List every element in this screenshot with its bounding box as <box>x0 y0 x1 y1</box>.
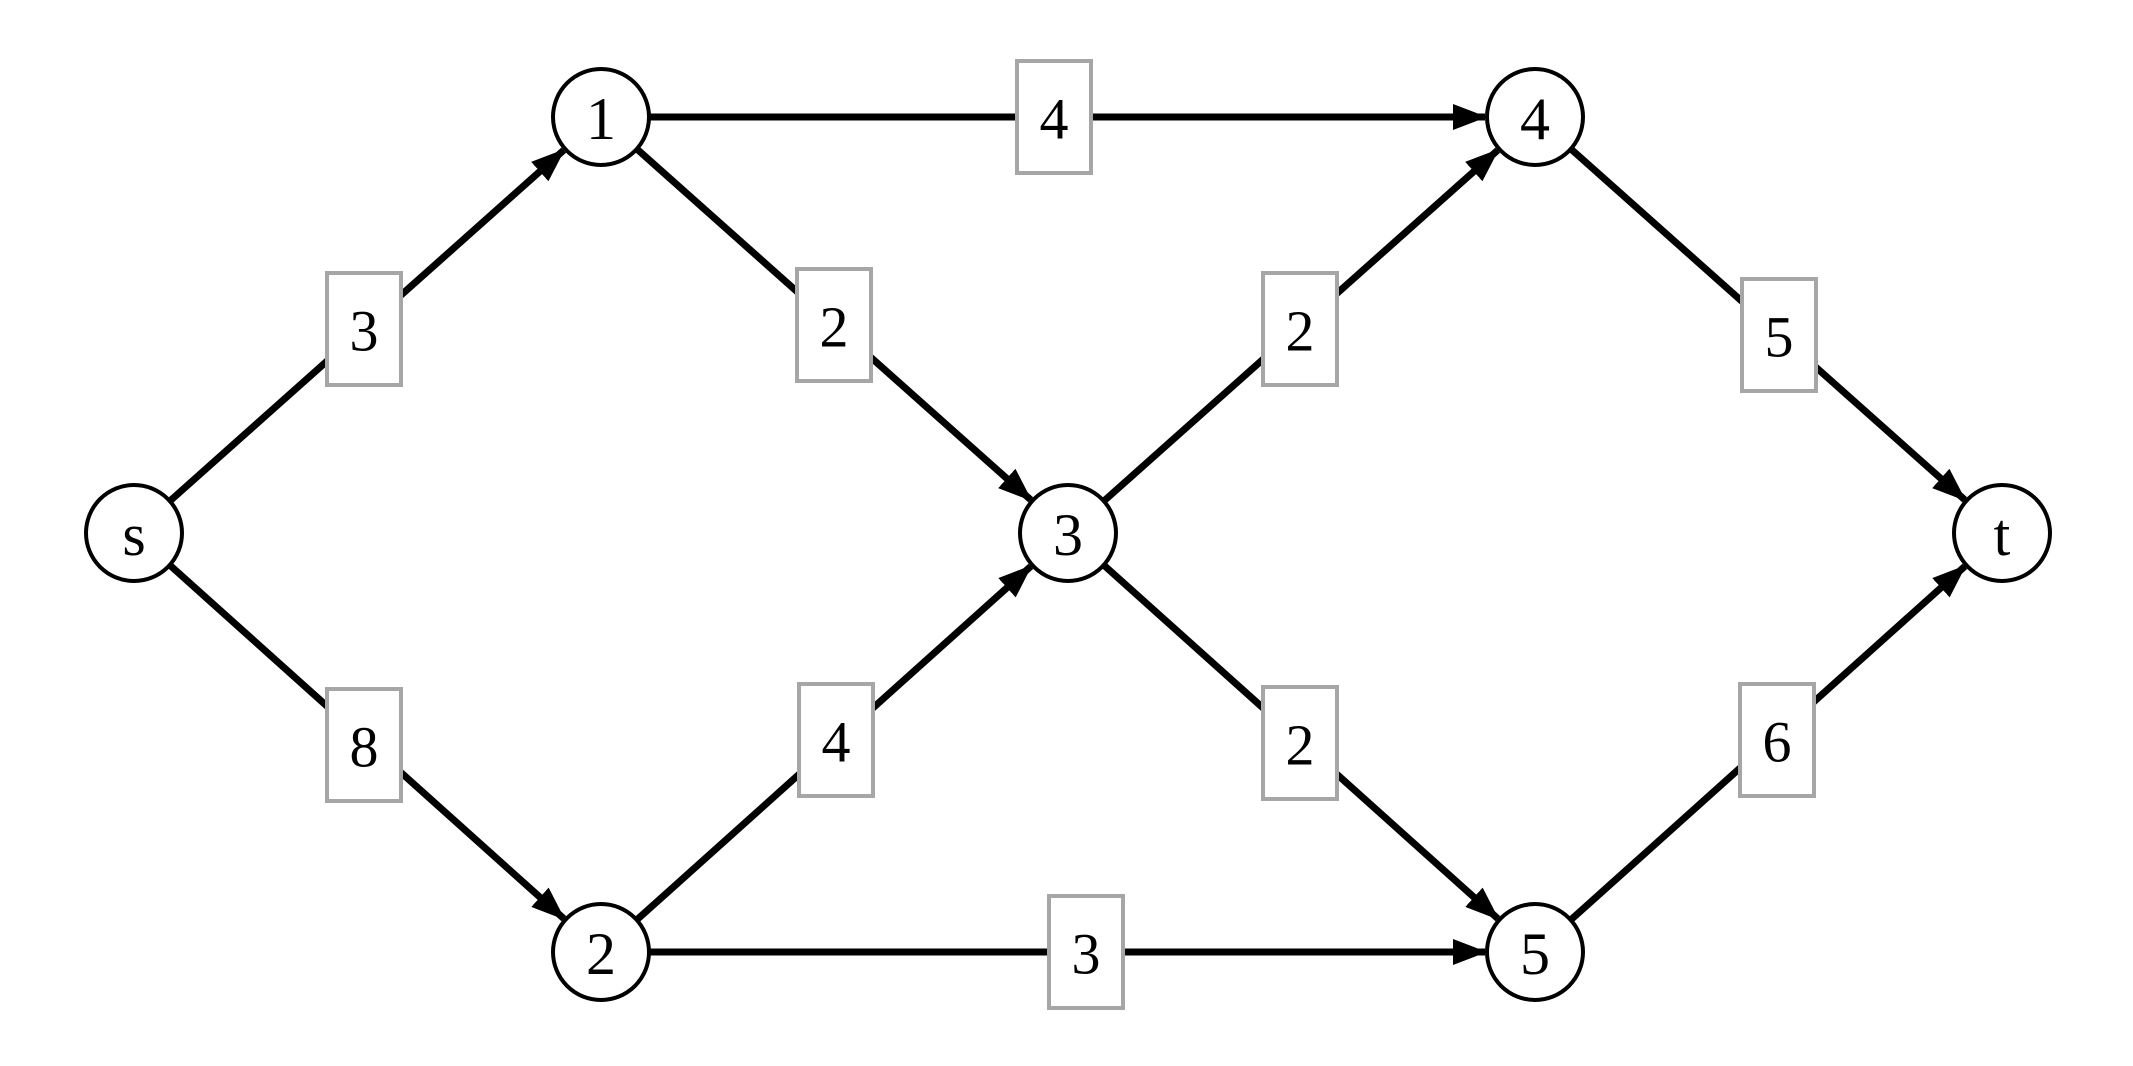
weight-box <box>1015 59 1093 175</box>
node-circle <box>551 67 651 167</box>
weight-2-5: 3 <box>1047 894 1125 1010</box>
node-label: 5 <box>1520 921 1550 987</box>
weight-label: 2 <box>1286 299 1315 364</box>
node-1: 1 <box>551 67 651 167</box>
weight-3-5: 2 <box>1261 685 1339 801</box>
weight-box <box>1261 271 1339 387</box>
node-2: 2 <box>551 902 651 1002</box>
weight-label: 5 <box>1765 305 1794 370</box>
weight-s-2: 8 <box>325 687 403 803</box>
node-label: s <box>122 502 145 568</box>
weight-1-3: 2 <box>795 267 873 383</box>
weight-4-t: 5 <box>1740 277 1818 393</box>
weights-layer: 3 8 4 2 4 3 2 2 5 6 <box>325 59 1818 1010</box>
node-circle <box>1485 67 1585 167</box>
weight-box <box>1261 685 1339 801</box>
node-circle <box>1018 483 1118 583</box>
node-4: 4 <box>1485 67 1585 167</box>
weight-3-4: 2 <box>1261 271 1339 387</box>
node-t: t <box>1952 483 2052 583</box>
nodes-layer: s 1 2 3 4 5 t <box>84 67 2052 1002</box>
node-circle <box>1952 483 2052 583</box>
weight-5-t: 6 <box>1738 682 1816 798</box>
weight-box <box>1738 682 1816 798</box>
weight-box <box>325 271 403 387</box>
weight-box <box>1047 894 1125 1010</box>
weight-1-4: 4 <box>1015 59 1093 175</box>
node-label: 1 <box>586 86 616 152</box>
weight-label: 3 <box>1072 922 1101 987</box>
weight-label: 2 <box>1286 713 1315 778</box>
node-3: 3 <box>1018 483 1118 583</box>
weight-label: 3 <box>350 299 379 364</box>
weight-label: 8 <box>350 715 379 780</box>
node-label: 3 <box>1053 502 1083 568</box>
weight-box <box>325 687 403 803</box>
weight-label: 2 <box>820 295 849 360</box>
weight-label: 6 <box>1763 710 1792 775</box>
weight-box <box>795 267 873 383</box>
node-label: 2 <box>586 921 616 987</box>
weight-box <box>797 682 875 798</box>
node-circle <box>1485 902 1585 1002</box>
weight-box <box>1740 277 1818 393</box>
node-circle <box>84 483 184 583</box>
weight-2-3: 4 <box>797 682 875 798</box>
weight-label: 4 <box>822 710 851 775</box>
node-s: s <box>84 483 184 583</box>
node-label: 4 <box>1520 86 1550 152</box>
node-label: t <box>1994 502 2011 568</box>
node-5: 5 <box>1485 902 1585 1002</box>
weight-label: 4 <box>1040 87 1069 152</box>
weight-s-1: 3 <box>325 271 403 387</box>
node-circle <box>551 902 651 1002</box>
